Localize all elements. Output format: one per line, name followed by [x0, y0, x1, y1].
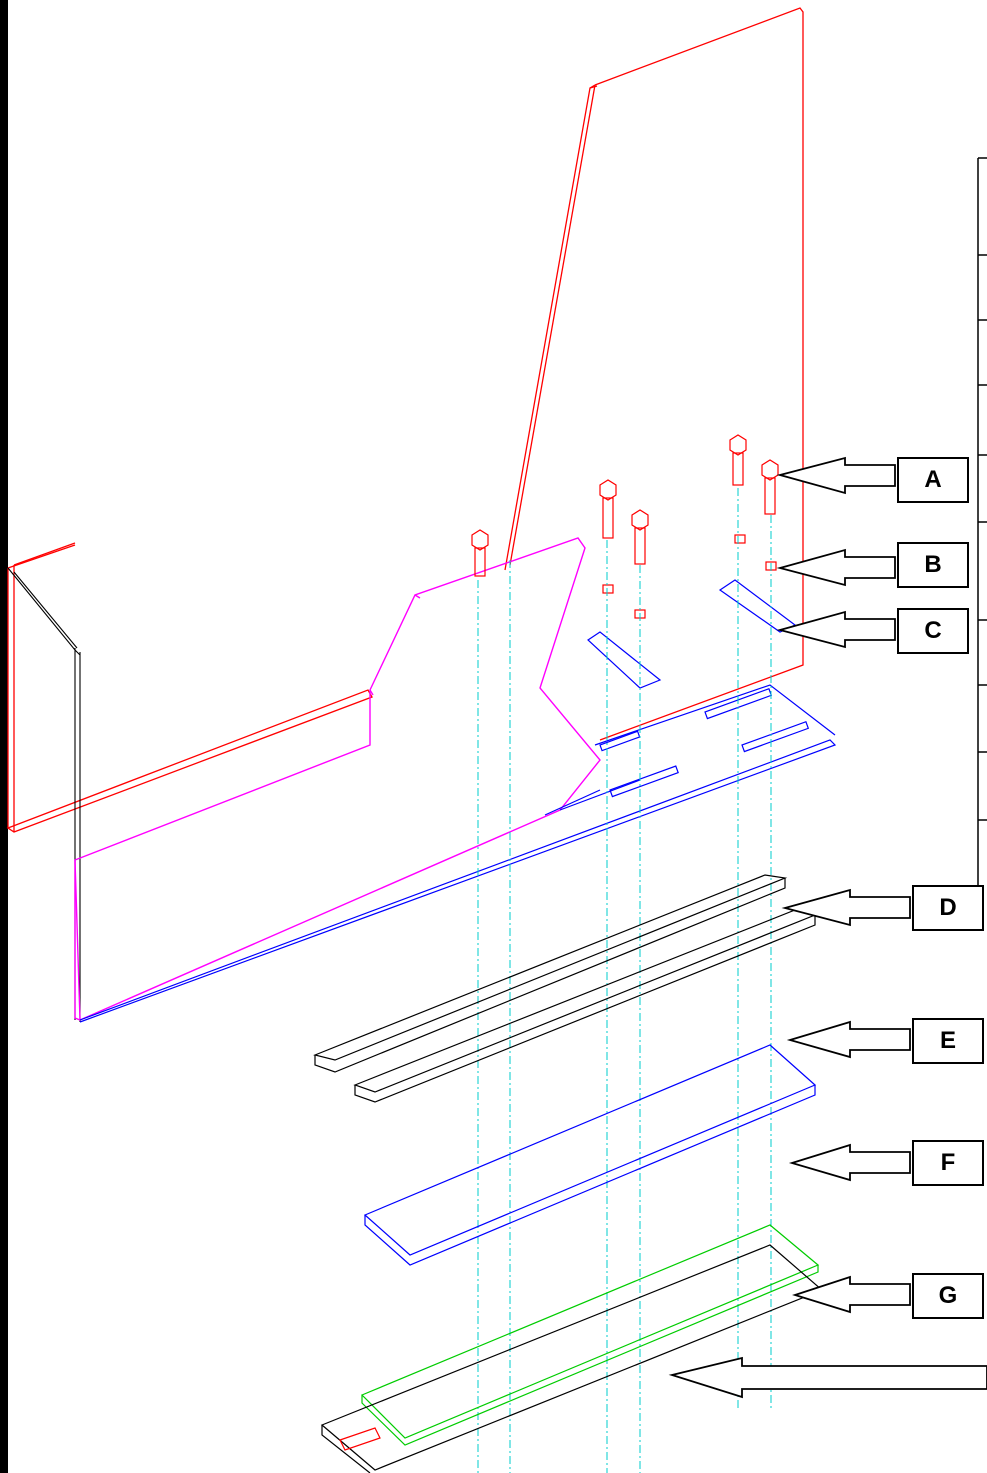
bolt-4 [729, 434, 747, 486]
callout-e: E [912, 1018, 984, 1064]
callout-g-label: G [938, 1282, 958, 1309]
arrow-d [781, 888, 911, 927]
callout-d: D [912, 885, 984, 931]
callout-arrows [668, 456, 987, 1399]
red-back-panel [504, 7, 804, 741]
arrow-f [788, 1143, 911, 1182]
plate-f [360, 1224, 820, 1446]
centerlines [477, 488, 772, 1473]
callout-d-label: D [939, 894, 957, 921]
callout-f: F [912, 1140, 984, 1186]
arrow-e [786, 1020, 911, 1059]
arrow-bottom [668, 1356, 987, 1399]
arrow-b [776, 548, 896, 587]
magenta-gusset [74, 537, 601, 1022]
callout-c: C [897, 608, 969, 654]
callout-e-label: E [939, 1027, 956, 1054]
strip-d-lower [353, 909, 817, 1103]
blue-washer-plates [587, 579, 797, 689]
callout-b-label: B [924, 551, 942, 578]
arrow-a [776, 456, 896, 495]
bolt-3 [631, 509, 649, 565]
base-floor-plate [7, 567, 81, 1022]
callout-b: B [897, 542, 969, 588]
arrow-c [776, 610, 896, 649]
callout-f-label: F [940, 1149, 956, 1176]
bolt-2 [599, 479, 617, 539]
strip-d-upper [313, 874, 788, 1073]
plate-e [363, 1044, 817, 1266]
bolt-1 [471, 529, 489, 577]
red-base-panel [6, 542, 373, 833]
arrow-g [792, 1275, 911, 1314]
parts-table-frame [977, 157, 987, 890]
red-bolts [471, 434, 779, 619]
bolt-5 [761, 459, 779, 515]
callout-g: G [912, 1273, 984, 1319]
left-edge-bar [0, 0, 8, 1473]
plate-g [320, 1244, 824, 1473]
callout-a: A [897, 457, 969, 503]
callout-c-label: C [924, 617, 942, 644]
blue-bracket [79, 684, 837, 1023]
callout-a-label: A [924, 466, 942, 493]
